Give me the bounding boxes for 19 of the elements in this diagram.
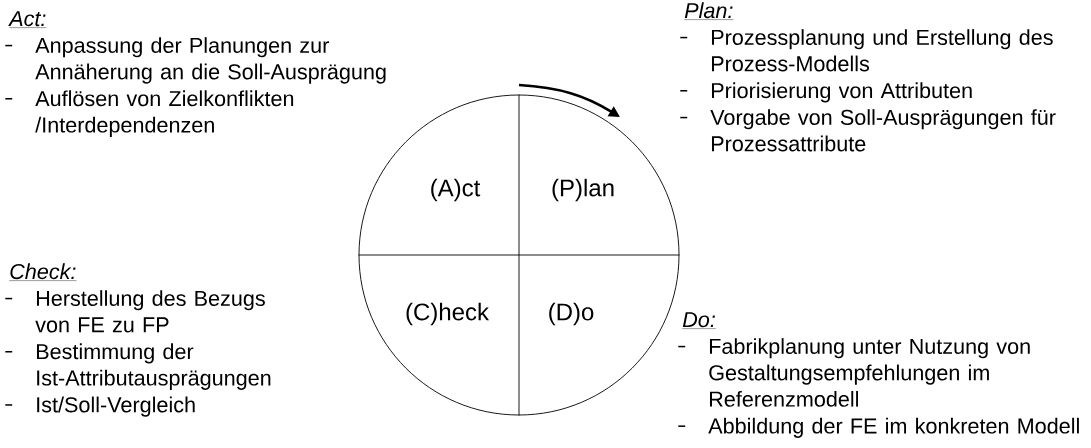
bullet-item: Vorgabe von Soll-Ausprägungen für Prozessattribute [679,109,1056,152]
bullet-item: Fabrikplanung unter Nutzung von Gestaltungsempfehlungen im Referenzmodell [677,338,1030,407]
pdca-circle [358,94,680,416]
bullet-item: Auflösen von Zielkonflikten /Interdependenzen [4,90,294,137]
section-heading: Act: [8,11,47,28]
bullet-item: Herstellung des Bezugs von FE zu FP [4,290,265,333]
bullet-item: Abbildung der FE im konkreten Modell [677,417,1079,438]
quadrant-label: (A)ct [431,178,481,202]
bullet-item: Anpassung der Planungen zur Annäherung an die Soll-Ausprägung [4,37,386,84]
quadrant-label: (P)lan [552,178,614,202]
quadrant-label: (D)o [549,302,594,326]
bullet-item: Bestimmung der Ist-Attributausprägungen [4,343,271,390]
section-heading: Do: [682,312,717,329]
bullet-item: Priorisierung von Attributen [679,82,972,103]
bullet-item: Ist/Soll-Vergleich [4,396,195,417]
section-heading: Plan: [684,2,734,20]
quadrant-label: (C)heck [406,302,490,326]
section-heading: Check: [9,263,77,281]
bullet-item: Prozessplanung und Erstellung des Prozess-Modells [679,29,1053,72]
